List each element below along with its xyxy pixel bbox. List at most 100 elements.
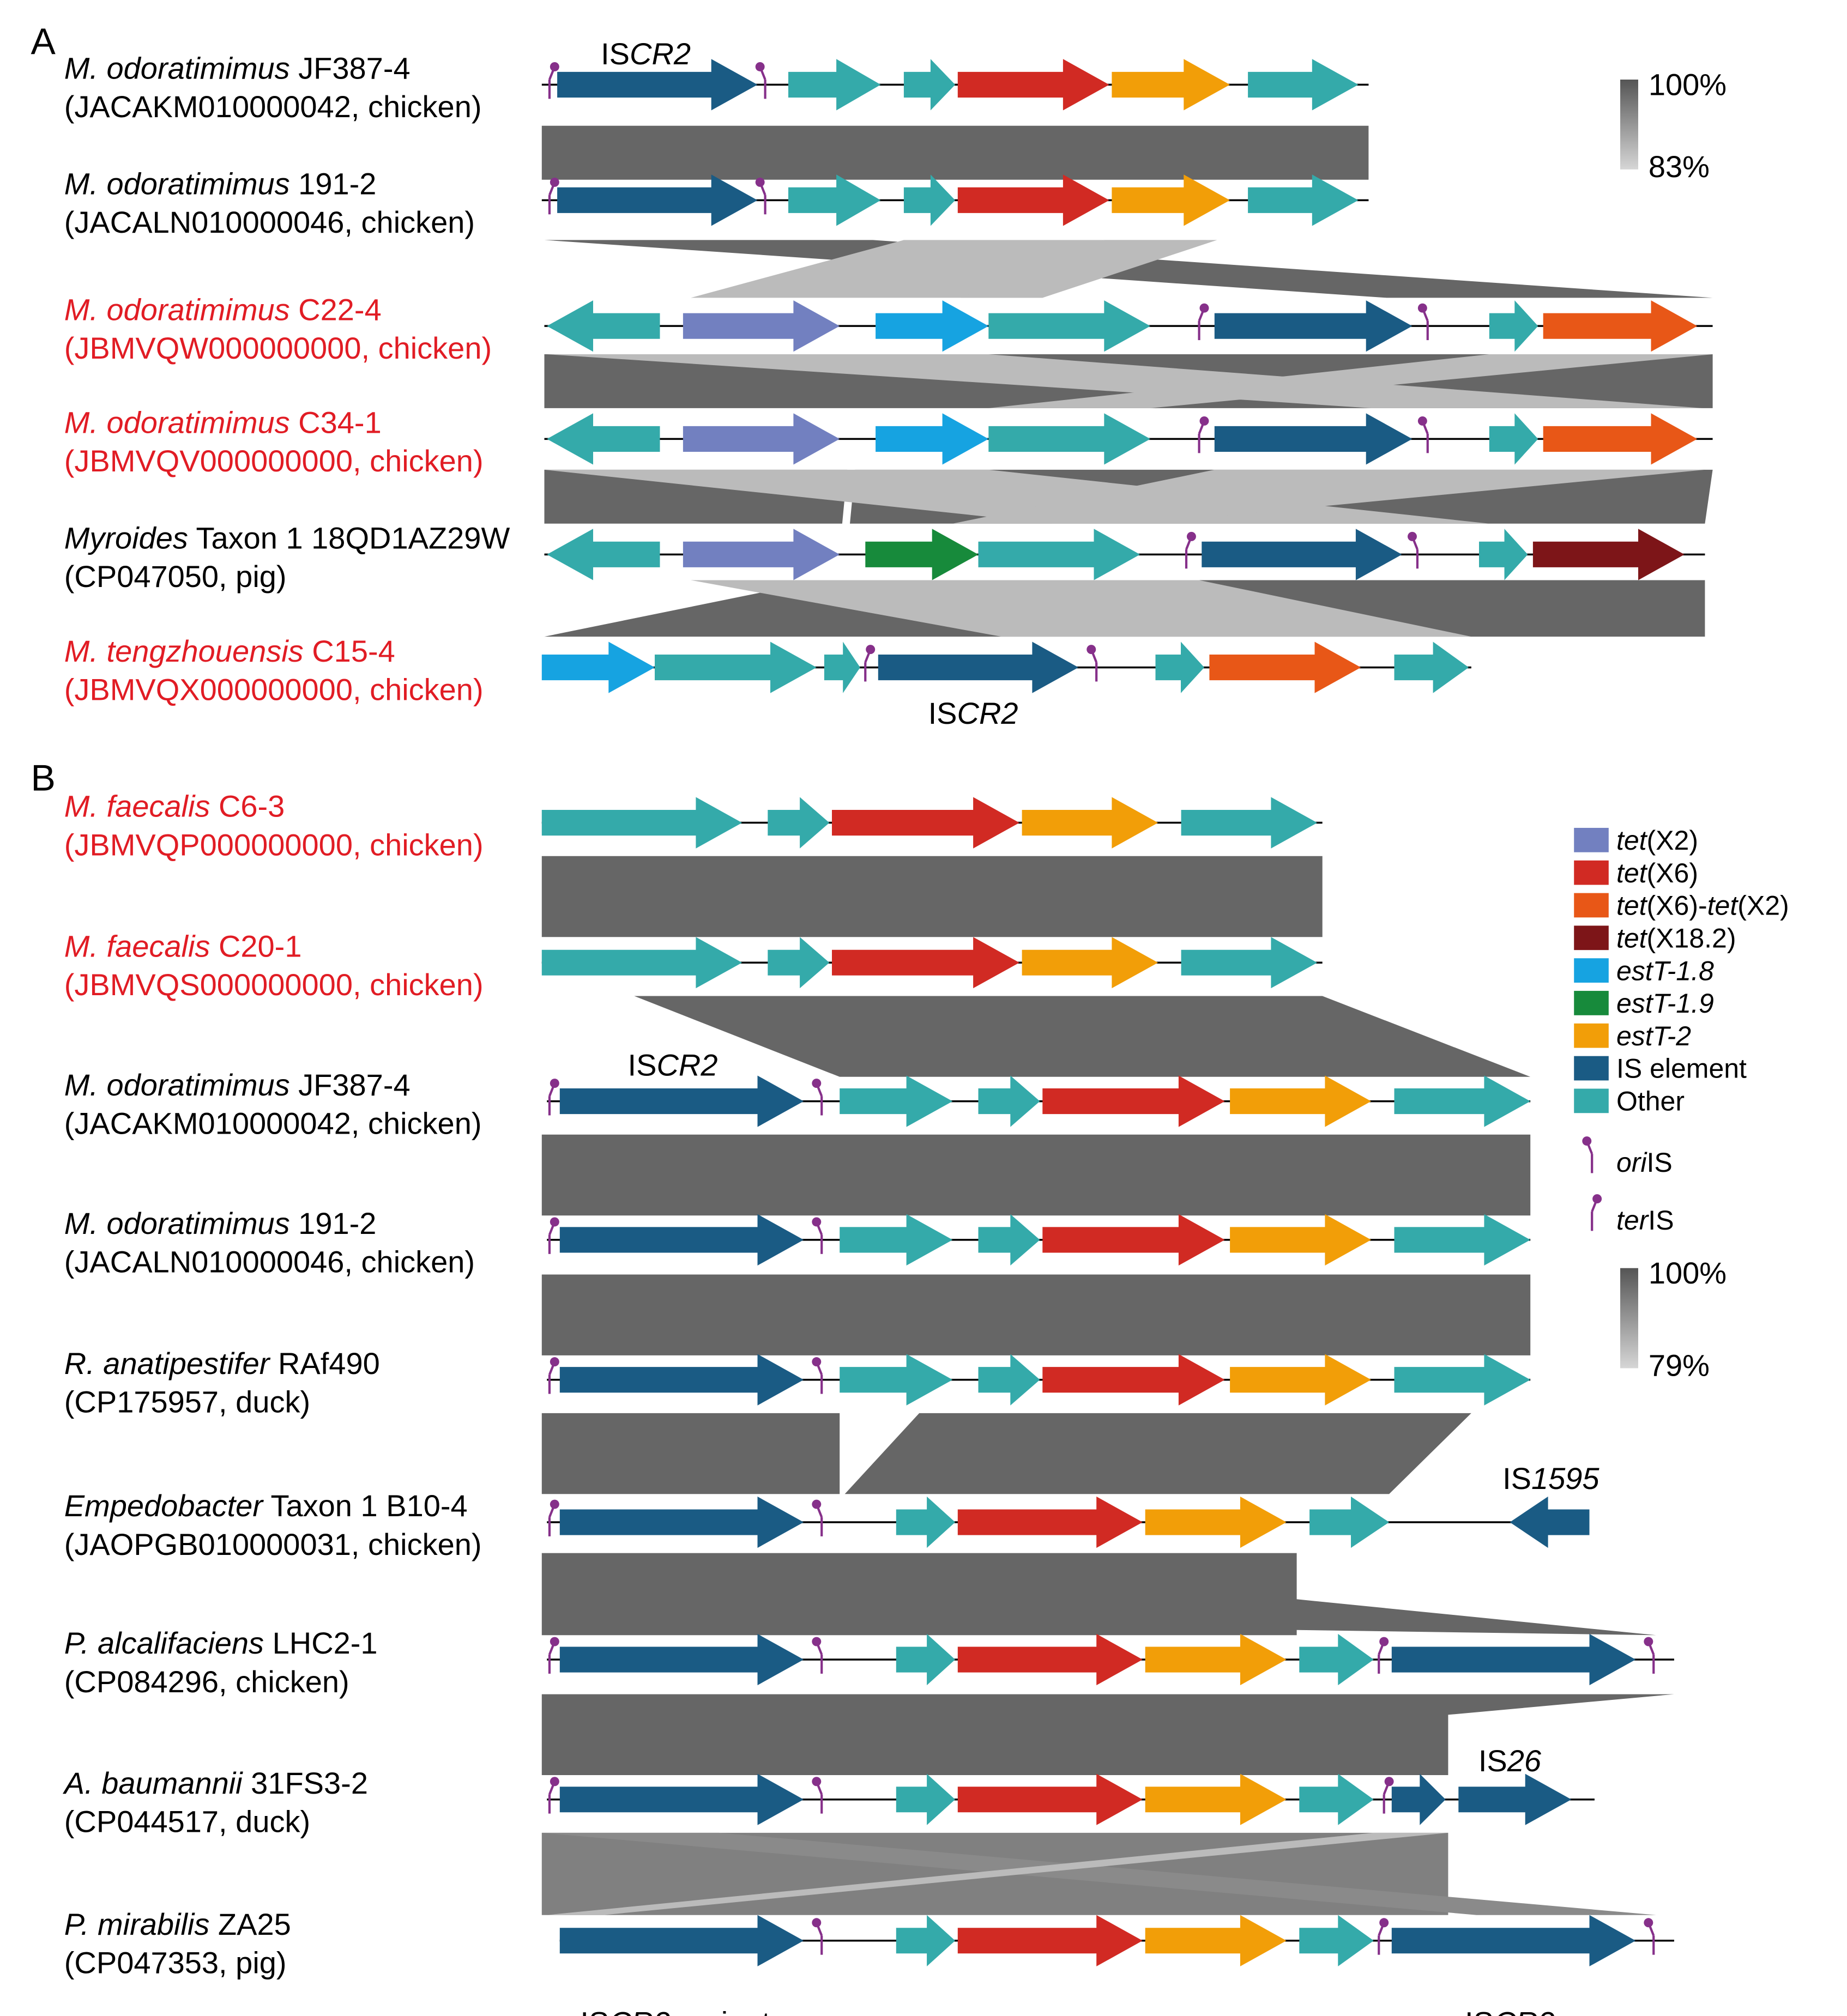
text-span: (CP047050, pig) bbox=[64, 559, 287, 594]
italic-text: P. alcalifaciens bbox=[64, 1626, 264, 1660]
marker-dot bbox=[1379, 1637, 1389, 1646]
text-span: RAf490 bbox=[269, 1346, 379, 1381]
gene-arrow bbox=[559, 1354, 804, 1406]
italic-text: ter bbox=[1616, 1205, 1650, 1236]
italic-text: P. mirabilis bbox=[64, 1907, 210, 1941]
text-span: (JAOPGB010000031, chicken) bbox=[64, 1527, 482, 1561]
text-span: (JBMVQV000000000, chicken) bbox=[64, 444, 484, 478]
gene-arrow bbox=[988, 300, 1151, 352]
text-span: variant bbox=[670, 2005, 770, 2016]
legend-label-oriIS: oriIS bbox=[1616, 1147, 1673, 1178]
gene-arrow bbox=[1202, 529, 1402, 580]
italic-text: tet bbox=[1616, 858, 1648, 888]
gene-arrow bbox=[1145, 1773, 1287, 1825]
italic-text: 1595 bbox=[1531, 1461, 1599, 1496]
organism-name: M. tengzhouensis C15-4 bbox=[64, 634, 395, 668]
oriIS-marker bbox=[812, 1777, 823, 1814]
gene-arrow bbox=[1209, 641, 1361, 693]
identity-block bbox=[988, 354, 1713, 408]
gene-arrow bbox=[978, 1214, 1040, 1266]
text-span: C6-3 bbox=[210, 789, 285, 824]
italic-text: A. baumannii bbox=[63, 1766, 243, 1800]
gene-arrow bbox=[865, 529, 979, 580]
identity-block bbox=[541, 1413, 840, 1494]
oriIS-marker bbox=[755, 177, 766, 215]
oriIS-marker bbox=[1417, 303, 1429, 341]
marker-dot bbox=[550, 1217, 559, 1227]
marker-dot bbox=[1384, 1777, 1394, 1787]
marker-dot bbox=[550, 1357, 559, 1367]
accession-label: (JAOPGB010000031, chicken) bbox=[64, 1527, 482, 1561]
italic-text: CR2 bbox=[1494, 2005, 1555, 2016]
gene-arrow bbox=[1394, 1354, 1531, 1406]
gene-arrow bbox=[1458, 1773, 1572, 1825]
gene-arrow bbox=[1543, 413, 1698, 465]
organism-name: M. faecalis C20-1 bbox=[64, 929, 302, 963]
text-span: (X2) bbox=[1737, 891, 1789, 921]
oriIS-marker bbox=[755, 62, 766, 99]
marker-dot bbox=[1592, 1194, 1602, 1204]
text-span: IS bbox=[1648, 1205, 1674, 1236]
italic-text: M. faecalis bbox=[64, 929, 210, 963]
terIS-marker bbox=[548, 1777, 559, 1814]
organism-name: M. odoratimimus JF387-4 bbox=[64, 51, 411, 86]
gene-arrow bbox=[541, 937, 743, 989]
gene-arrow bbox=[1248, 174, 1359, 226]
legend-label-terIS: terIS bbox=[1616, 1205, 1674, 1236]
gene-arrow bbox=[559, 1496, 804, 1548]
text-span: 100% bbox=[1649, 67, 1727, 101]
accession-label: (CP047353, pig) bbox=[64, 1946, 287, 1980]
identity-block bbox=[844, 1413, 1471, 1494]
gene-arrow bbox=[1145, 1496, 1287, 1548]
identity-block bbox=[541, 125, 1369, 180]
legend-swatch-tet_x6_x2 bbox=[1574, 893, 1609, 918]
terIS-marker bbox=[1198, 303, 1209, 341]
text-span: (X2) bbox=[1647, 825, 1698, 856]
scale-min-label: 83% bbox=[1649, 149, 1710, 184]
italic-text: Empedobacter bbox=[64, 1488, 264, 1523]
gene-arrow bbox=[559, 1214, 804, 1266]
italic-text: M. odoratimimus bbox=[64, 51, 290, 86]
gene-arrow bbox=[1489, 300, 1538, 352]
accession-label: (JACAKM010000042, chicken) bbox=[64, 89, 482, 124]
identity-block bbox=[691, 580, 1471, 637]
legend-label-estT_1_8: estT-1.8 bbox=[1616, 955, 1714, 986]
terIS-marker bbox=[548, 1217, 559, 1254]
legend-swatch-tet_x2 bbox=[1574, 827, 1609, 852]
accession-label: (CP044517, duck) bbox=[64, 1805, 310, 1839]
text-span: C34-1 bbox=[290, 405, 382, 440]
gene-arrow bbox=[1022, 797, 1158, 849]
italic-text: estT-1.9 bbox=[1616, 988, 1714, 1019]
oriIS-marker bbox=[812, 1079, 823, 1116]
identity-block bbox=[541, 1274, 1531, 1355]
panel-letter-b: B bbox=[31, 758, 56, 799]
gene-arrow bbox=[1299, 1773, 1374, 1825]
marker-dot bbox=[1582, 1136, 1592, 1146]
italic-text: estT-1.8 bbox=[1616, 955, 1714, 986]
italic-text: M. odoratimimus bbox=[64, 1206, 290, 1240]
text-span: Taxon 1 18QD1AZ29W bbox=[188, 521, 510, 555]
italic-text: tet bbox=[1616, 891, 1648, 921]
scale-max-label: 100% bbox=[1649, 67, 1727, 101]
italic-text: M. odoratimimus bbox=[64, 1068, 290, 1102]
text-span: Other bbox=[1616, 1086, 1685, 1117]
gene-arrow bbox=[1112, 59, 1230, 111]
accession-label: (CP047050, pig) bbox=[64, 559, 287, 594]
legend-swatch-tet_x18_2 bbox=[1574, 925, 1609, 951]
text-span: 83% bbox=[1649, 149, 1710, 184]
italic-text: M. odoratimimus bbox=[64, 292, 290, 326]
italic-text: ori bbox=[1616, 1147, 1647, 1178]
marker-dot bbox=[1199, 416, 1209, 426]
identity-block bbox=[960, 240, 1207, 298]
terIS-marker bbox=[864, 645, 876, 682]
text-span: IS bbox=[580, 2005, 609, 2016]
gene-arrow bbox=[557, 59, 758, 111]
gene-arrow bbox=[957, 1773, 1143, 1825]
italic-text: 26 bbox=[1507, 1743, 1542, 1778]
legend-swatch-estT_1_9 bbox=[1574, 991, 1609, 1015]
marker-dot bbox=[1644, 1637, 1653, 1646]
text-span: IS bbox=[628, 1048, 657, 1082]
gene-arrow bbox=[1309, 1496, 1390, 1548]
text-span: C22-4 bbox=[290, 292, 382, 326]
text-span: (CP044517, duck) bbox=[64, 1805, 310, 1839]
